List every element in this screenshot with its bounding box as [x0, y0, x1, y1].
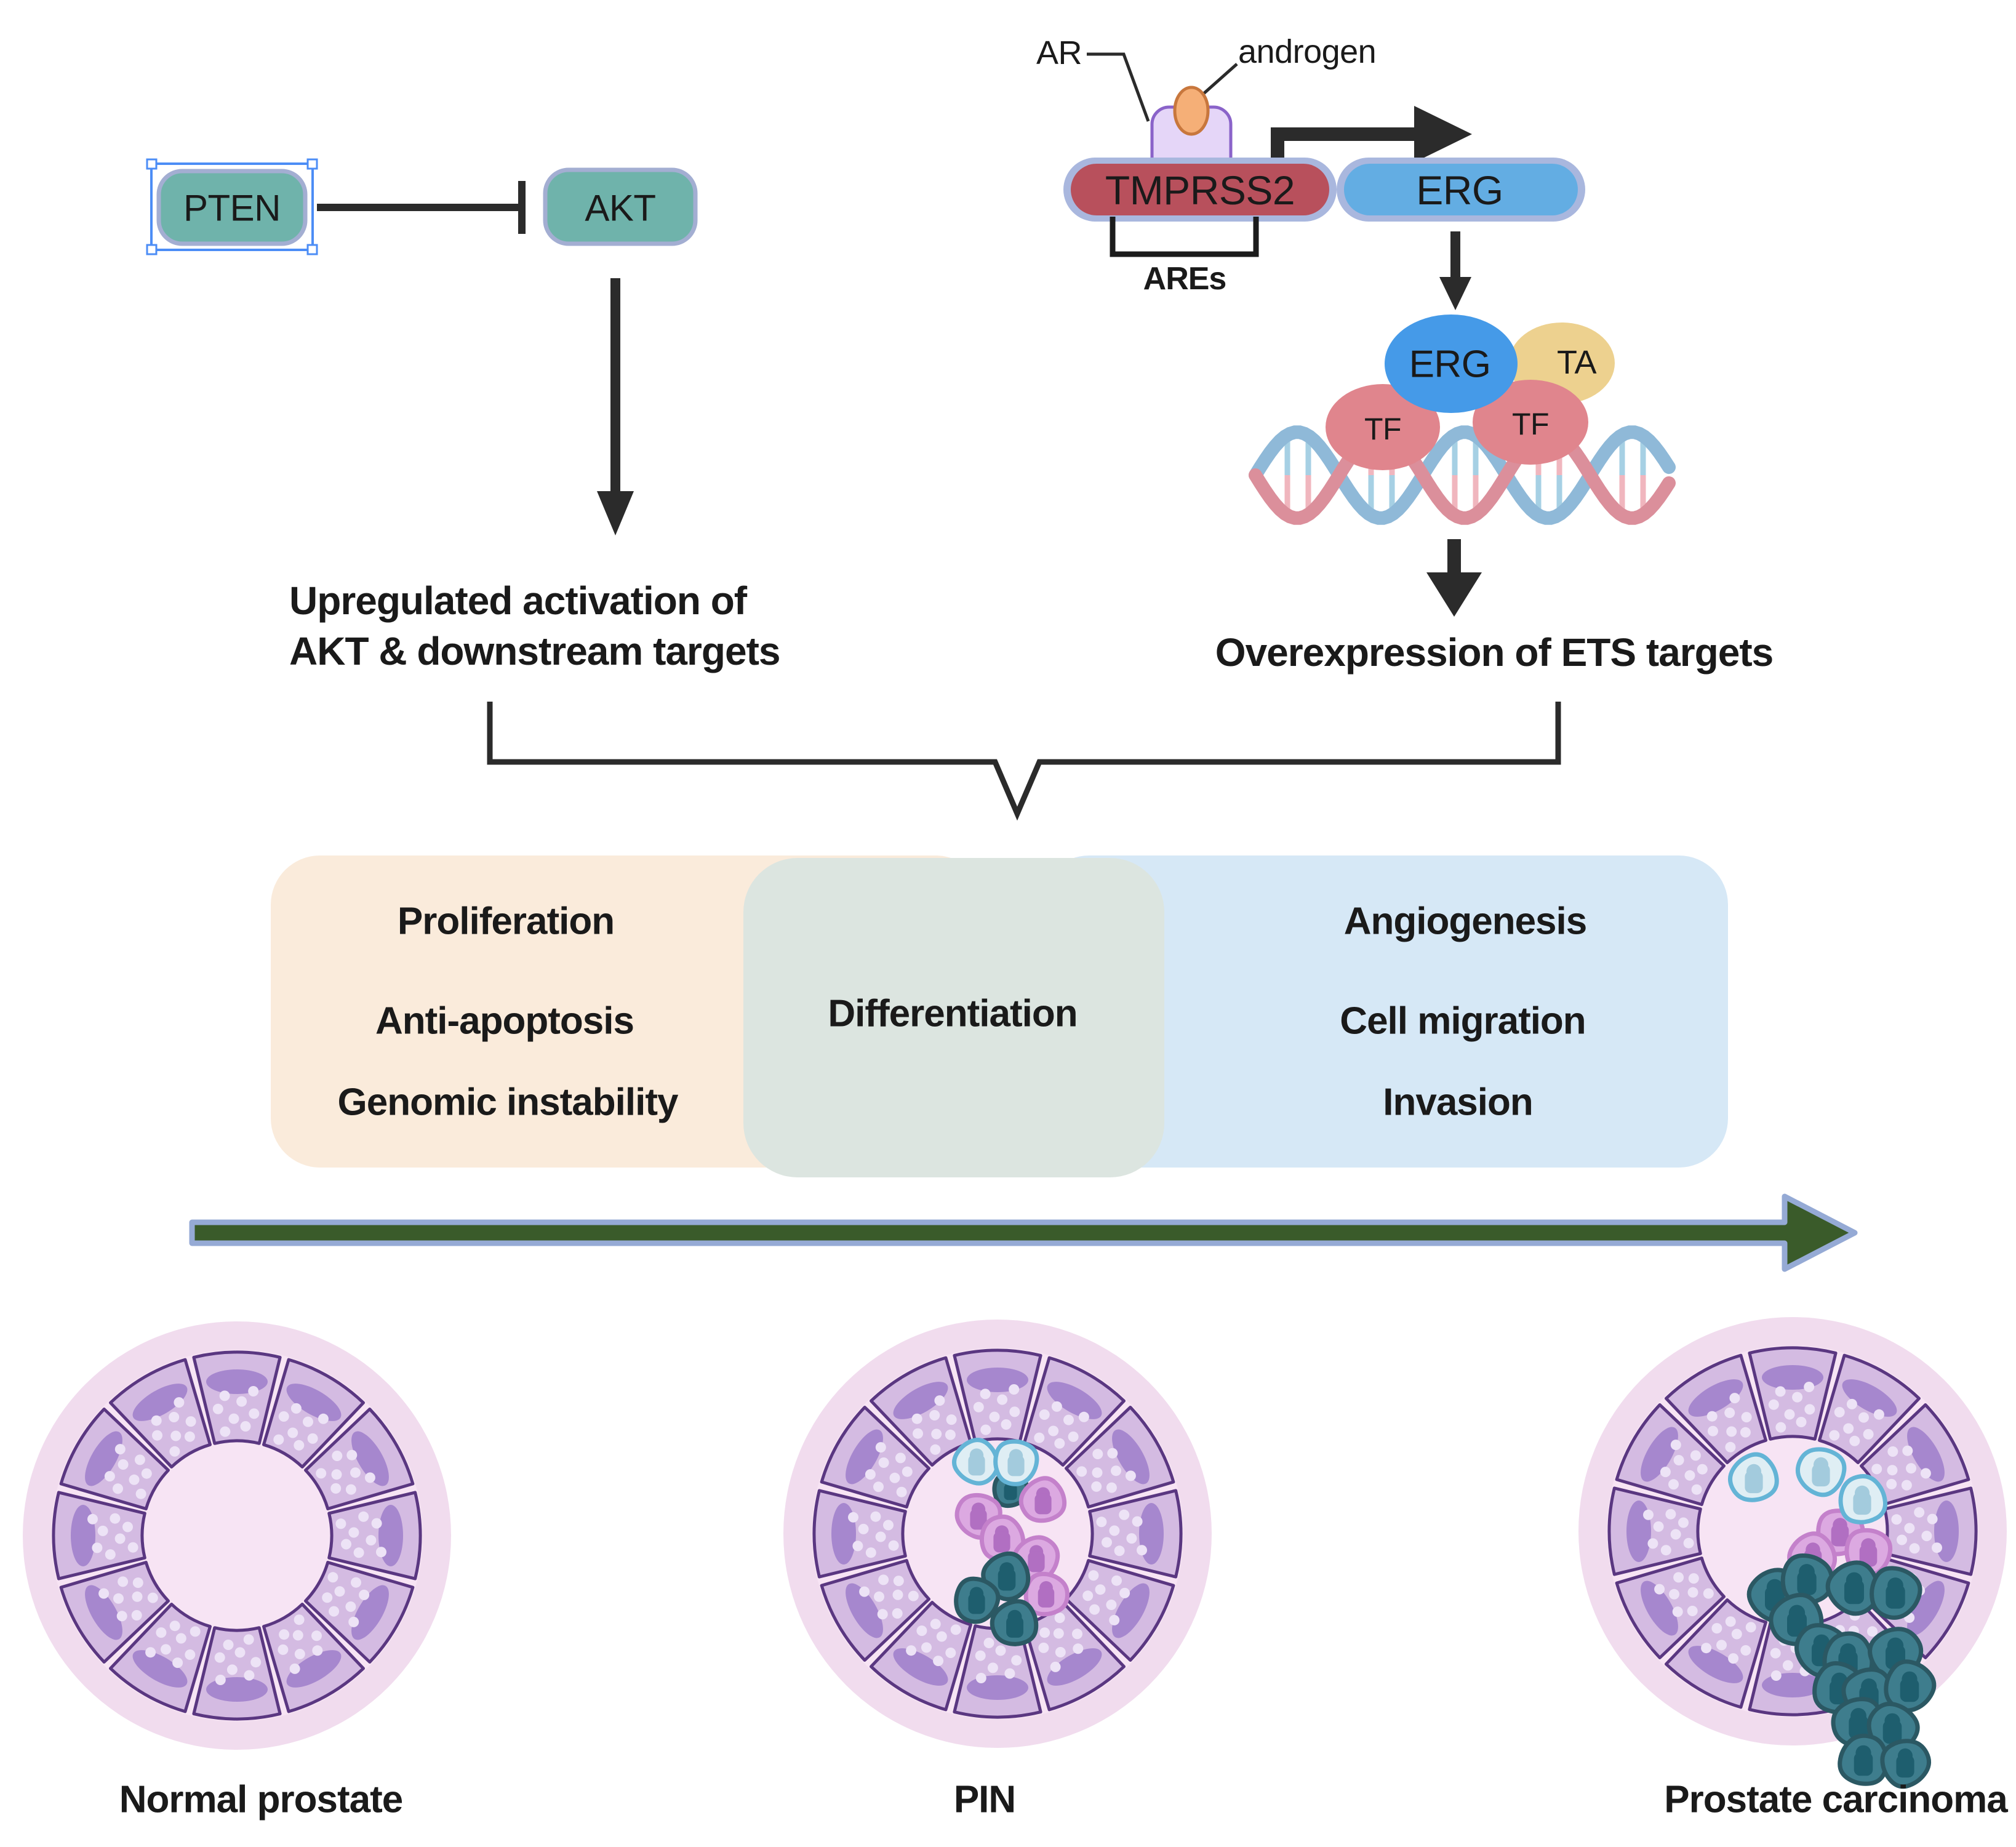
ar-label: AR [1036, 34, 1082, 71]
tf-right-circle [1473, 380, 1588, 465]
effect-differentiation: Differentiation [828, 993, 1077, 1035]
transcription-start-arrow [1271, 106, 1472, 162]
tmprss2-label: TMPRSS2 [1105, 167, 1295, 213]
pten-box [156, 169, 308, 246]
pten-label: PTEN [183, 188, 281, 229]
tf-left-label: TF [1364, 412, 1401, 446]
converge-bracket [487, 702, 1561, 821]
gland-label-carcinoma: Prostate carcinoma [1664, 1779, 2008, 1821]
ares-label: AREs [1143, 261, 1226, 297]
effect-genomic-instability: Genomic instability [338, 1081, 679, 1124]
tf-right-label: TF [1512, 407, 1549, 441]
ar-callout-line [1087, 52, 1150, 122]
akt-box [543, 167, 698, 246]
panel-shared-effect [743, 858, 1164, 1177]
effect-cell-migration: Cell migration [1340, 1000, 1585, 1043]
androgen-label: androgen [1238, 33, 1376, 70]
erg-protein-circle [1385, 315, 1518, 413]
pten-node[interactable]: PTEN [146, 158, 318, 255]
akt-down-arrow [597, 278, 634, 535]
erg-protein-label: ERG [1409, 343, 1491, 386]
androgen-ligand [1173, 86, 1210, 136]
ets-outcome-label: Overexpression of ETS targets [1215, 630, 1773, 675]
akt-label: AKT [585, 188, 655, 229]
akt-outcome-line2: AKT & downstream targets [289, 629, 780, 673]
effect-angiogenesis: Angiogenesis [1344, 900, 1587, 943]
gland-label-pin: PIN [954, 1779, 1015, 1821]
progression-arrow [189, 1193, 1858, 1272]
inhibition-connector [317, 181, 526, 234]
ets-complex: ERG TA TF TF [1326, 315, 1615, 470]
ets-down-arrow [1426, 539, 1482, 617]
gland-label-normal: Normal prostate [119, 1779, 402, 1821]
ar-callout: AR androgen [1036, 33, 1377, 178]
ta-label: TA [1557, 344, 1596, 381]
ares-bracket: AREs [1110, 217, 1259, 297]
gland-diagrams [23, 1317, 2007, 1789]
dna-helix-icon [1249, 425, 1676, 525]
akt-outcome-line1: Upregulated activation of [289, 579, 748, 623]
selection-handle[interactable] [146, 244, 158, 255]
gland-normal [23, 1321, 451, 1750]
effect-proliferation: Proliferation [398, 900, 614, 943]
effect-invasion: Invasion [1383, 1081, 1533, 1124]
gland-pin [783, 1320, 1212, 1748]
akt-node: AKT [543, 167, 698, 246]
panel-ets-effects [1040, 855, 1728, 1168]
erg-complex-arrow [1439, 231, 1471, 310]
selection-outline [150, 162, 314, 251]
selection-handle[interactable] [306, 244, 318, 255]
gland-carcinoma [1578, 1317, 2007, 1789]
erg-gene-label: ERG [1416, 167, 1503, 213]
tmprss2-gene-pill: TMPRSS2 [1063, 158, 1337, 222]
tf-left-circle [1326, 384, 1440, 470]
effect-anti-apoptosis: Anti-apoptosis [375, 1000, 634, 1043]
selection-handle[interactable] [146, 158, 158, 170]
erg-gene-pill: ERG [1337, 158, 1585, 222]
selection-handle[interactable] [306, 158, 318, 170]
